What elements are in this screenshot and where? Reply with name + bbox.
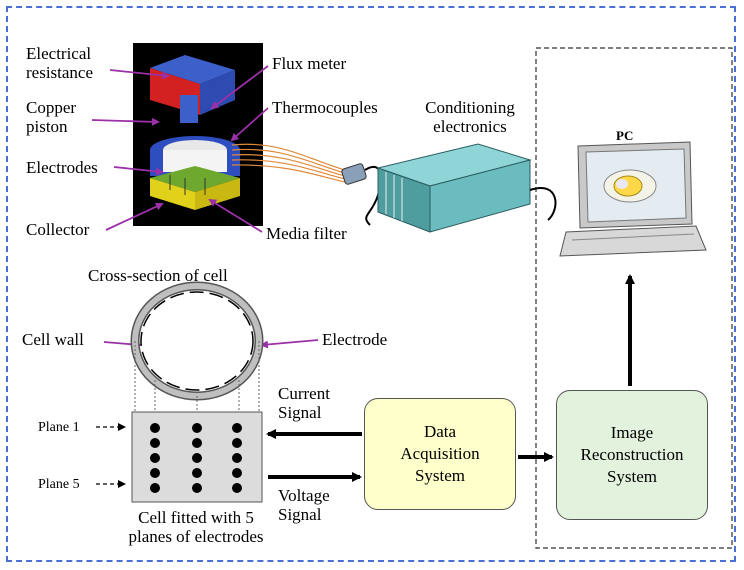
- label-cell-wall: Cell wall: [22, 330, 84, 349]
- pc-region-box: [535, 47, 733, 549]
- plane-pointers: [96, 423, 126, 488]
- cell-exploded-image: [133, 43, 263, 226]
- cross-section-ring: [130, 281, 264, 401]
- label-copper-piston: Copper piston: [26, 98, 77, 136]
- image-reconstruction-system-box: Image Reconstruction System: [556, 390, 708, 520]
- electrode-planes-grid: [131, 411, 263, 503]
- label-cross-section-title: Cross-section of cell: [88, 266, 228, 285]
- label-flux-meter: Flux meter: [272, 54, 347, 73]
- label-voltage-signal: Voltage Signal: [278, 486, 330, 524]
- label-planes-caption: Cell fitted with 5 planes of electrodes: [128, 508, 264, 546]
- signal-arrows: [266, 274, 635, 482]
- outer-frame: [6, 6, 736, 562]
- label-electrodes: Electrodes: [26, 158, 98, 177]
- projection-lines: [134, 341, 260, 412]
- label-current-signal: Current Signal: [278, 384, 330, 422]
- conditioning-device: [376, 143, 557, 233]
- label-thermocouples: Thermocouples: [272, 98, 378, 117]
- label-plane-1: Plane 1: [38, 420, 80, 435]
- thermocouple-wires: [231, 143, 346, 183]
- label-collector: Collector: [26, 220, 90, 239]
- label-media-filter: Media filter: [266, 224, 347, 243]
- pc-laptop-image: [559, 141, 707, 257]
- label-pointers: [91, 65, 319, 349]
- data-acquisition-system-label: Data Acquisition System: [400, 422, 480, 485]
- label-electrical-resistance: Electrical resistance: [26, 44, 94, 82]
- label-conditioning-electronics: Conditioning electronics: [425, 98, 515, 136]
- label-plane-5: Plane 5: [38, 477, 80, 492]
- probe-connector: [341, 163, 383, 226]
- image-reconstruction-system-label: Image Reconstruction System: [580, 423, 684, 486]
- data-acquisition-system-box: Data Acquisition System: [364, 398, 516, 510]
- label-electrode: Electrode: [322, 330, 388, 349]
- label-pc: PC: [616, 128, 634, 143]
